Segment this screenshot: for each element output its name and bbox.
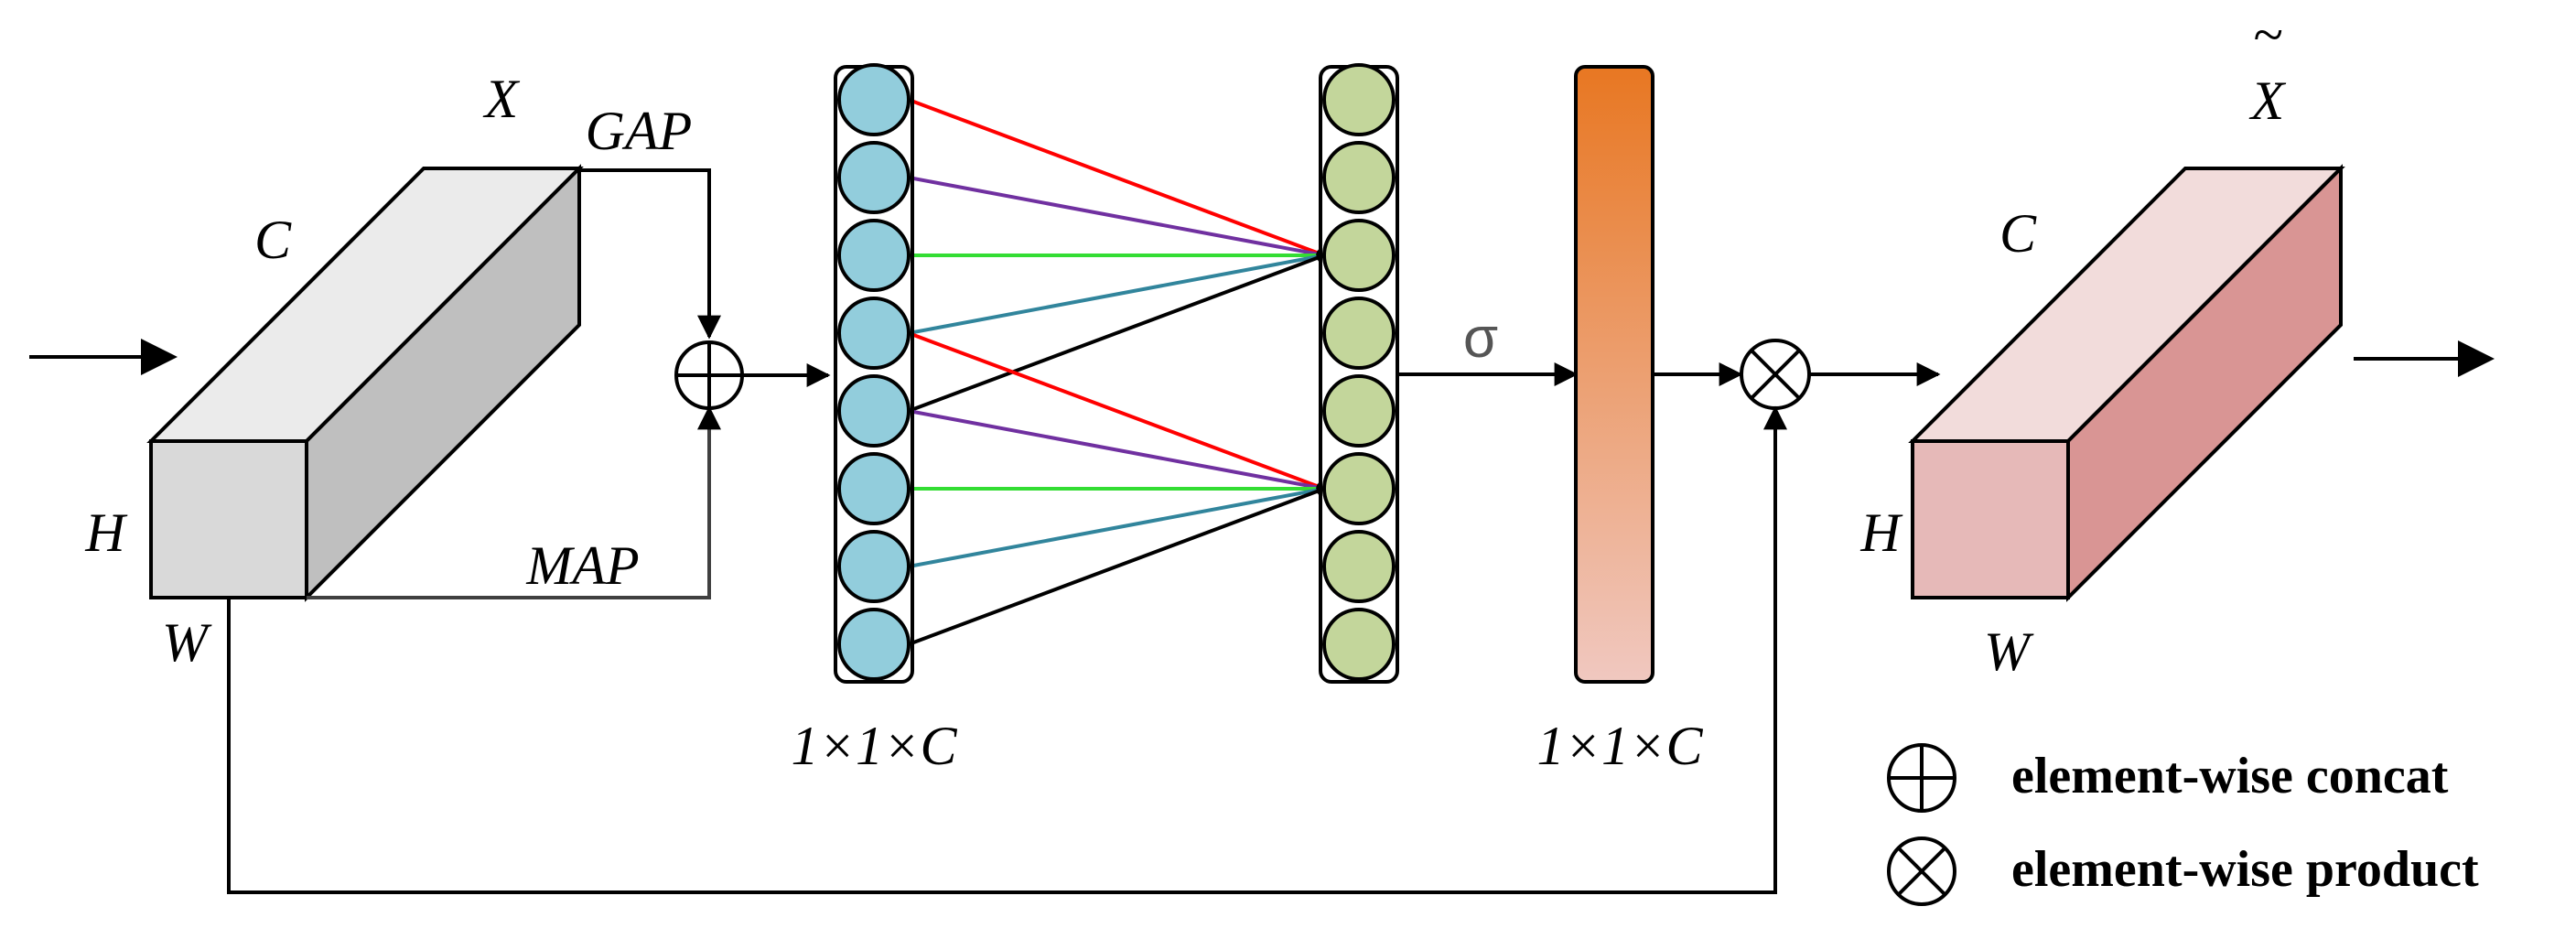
output-tensor xyxy=(1908,164,2345,602)
label-x-output: X xyxy=(2249,70,2287,131)
fc-connection-1-1 xyxy=(908,98,1325,257)
fc-input-node-6 xyxy=(837,452,911,525)
fc-output-node-7 xyxy=(1322,530,1396,603)
fc-input-node-4 xyxy=(837,297,911,370)
fc-output-node-2 xyxy=(1322,141,1396,214)
fc-output-nodes xyxy=(1322,63,1396,681)
fc-output-node-6 xyxy=(1322,452,1396,525)
fc-input-node-8 xyxy=(837,608,911,681)
attention-weights-bar xyxy=(1574,65,1654,684)
fc-connection-2-2 xyxy=(908,409,1325,491)
fc-output-node-1 xyxy=(1322,63,1396,136)
output-tensor-front xyxy=(1911,439,2070,599)
fc-input-node-5 xyxy=(837,374,911,448)
label-c-output: C xyxy=(1999,203,2037,264)
label-w-input: W xyxy=(162,612,212,673)
legend-product-label: element-wise product xyxy=(2011,841,2479,898)
label-vector-input-dim: 1×1×C xyxy=(792,716,958,776)
label-c-input: C xyxy=(254,210,292,270)
input-tensor-front xyxy=(149,439,308,599)
fc-connection-1-4 xyxy=(908,253,1325,335)
input-tensor xyxy=(146,164,584,602)
fc-input-node-7 xyxy=(837,530,911,603)
label-x-output-tilde: ~ xyxy=(2253,5,2282,65)
product-symbol xyxy=(1740,339,1811,410)
fc-output-node-8 xyxy=(1322,608,1396,681)
fc-connection-2-5 xyxy=(908,487,1325,646)
legend-product-icon xyxy=(1887,836,1956,906)
fc-connection-2-4 xyxy=(908,486,1325,568)
legend-concat-icon xyxy=(1887,743,1956,813)
legend: element-wise concat element-wise product xyxy=(1887,743,2479,906)
fc-input-node-2 xyxy=(837,141,911,214)
label-vector-weights-dim: 1×1×C xyxy=(1537,716,1704,776)
label-map: MAP xyxy=(525,535,639,596)
label-x-input: X xyxy=(483,69,521,129)
fc-input-nodes xyxy=(837,63,911,681)
label-gap: GAP xyxy=(586,101,693,161)
fc-output-node-3 xyxy=(1322,219,1396,292)
fc-output-node-5 xyxy=(1322,374,1396,448)
legend-concat-label: element-wise concat xyxy=(2011,748,2449,804)
concat-symbol xyxy=(674,340,744,410)
fc-input-node-1 xyxy=(837,63,911,136)
fc-connection-1-2 xyxy=(908,176,1325,258)
label-h-input: H xyxy=(84,502,128,563)
fc-connection-2-1 xyxy=(908,331,1325,491)
gap-path xyxy=(579,168,721,340)
fc-input-node-3 xyxy=(837,219,911,292)
map-path xyxy=(307,405,721,599)
fc-output-node-4 xyxy=(1322,297,1396,370)
label-h-output: H xyxy=(1859,502,1903,563)
fc-connections xyxy=(908,98,1325,646)
fc-connection-1-5 xyxy=(908,254,1325,413)
skip-connection xyxy=(227,405,1787,894)
label-w-output: W xyxy=(1984,621,2034,682)
label-sigma: σ xyxy=(1463,307,1498,370)
